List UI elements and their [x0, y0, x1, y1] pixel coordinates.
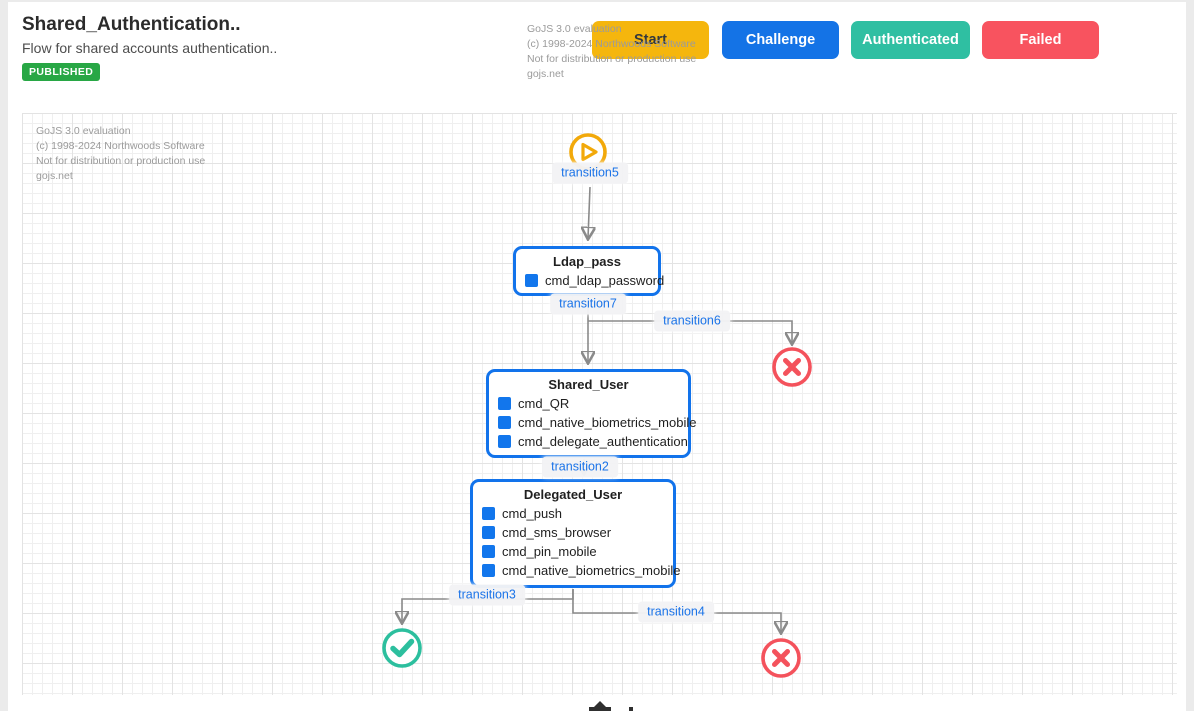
page-edge-left: [0, 0, 8, 711]
command-row[interactable]: cmd_native_biometrics_mobile: [482, 563, 664, 578]
node-title: Delegated_User: [482, 487, 664, 502]
command-row[interactable]: cmd_pin_mobile: [482, 544, 664, 559]
command-row[interactable]: cmd_push: [482, 506, 664, 521]
command-square-icon: [498, 416, 511, 429]
command-label: cmd_ldap_password: [545, 273, 664, 288]
check-circle-icon[interactable]: [380, 626, 424, 670]
command-label: cmd_delegate_authentication: [518, 434, 688, 449]
challenge-button[interactable]: Challenge: [722, 21, 839, 59]
node-title: Ldap_pass: [525, 254, 649, 269]
transition-label-transition7[interactable]: transition7: [550, 294, 626, 315]
authenticated-button[interactable]: Authenticated: [851, 21, 970, 59]
x-circle-icon[interactable]: [759, 636, 803, 680]
command-row[interactable]: cmd_native_biometrics_mobile: [498, 415, 679, 430]
transition-label-transition5[interactable]: transition5: [552, 163, 628, 184]
command-row[interactable]: cmd_QR: [498, 396, 679, 411]
command-row[interactable]: cmd_ldap_password: [525, 273, 649, 288]
start-button[interactable]: Start: [592, 21, 709, 59]
transition-label-transition3[interactable]: transition3: [449, 585, 525, 606]
command-square-icon: [525, 274, 538, 287]
node-title: Shared_User: [498, 377, 679, 392]
command-label: cmd_pin_mobile: [502, 544, 597, 559]
command-label: cmd_push: [502, 506, 562, 521]
command-square-icon: [498, 397, 511, 410]
page-edge-top: [0, 0, 1194, 2]
command-square-icon: [482, 526, 495, 539]
status-badge: PUBLISHED: [22, 63, 100, 81]
node-delegated-user[interactable]: Delegated_User cmd_push cmd_sms_browser …: [470, 479, 676, 588]
command-label: cmd_native_biometrics_mobile: [502, 563, 680, 578]
page-title: Shared_Authentication..: [22, 14, 241, 36]
command-row[interactable]: cmd_sms_browser: [482, 525, 664, 540]
command-row[interactable]: cmd_delegate_authentication: [498, 434, 679, 449]
command-square-icon: [482, 545, 495, 558]
command-label: cmd_sms_browser: [502, 525, 611, 540]
transition-label-transition4[interactable]: transition4: [638, 602, 714, 623]
watermark-line: gojs.net: [527, 67, 696, 82]
command-square-icon: [482, 564, 495, 577]
clipped-bottom-icon: [589, 707, 611, 711]
page-edge-right: [1186, 0, 1194, 711]
failed-button[interactable]: Failed: [982, 21, 1099, 59]
transition-label-transition6[interactable]: transition6: [654, 311, 730, 332]
page-subtitle: Flow for shared accounts authentication.…: [22, 40, 277, 56]
x-circle-icon[interactable]: [770, 345, 814, 389]
command-label: cmd_native_biometrics_mobile: [518, 415, 696, 430]
command-label: cmd_QR: [518, 396, 569, 411]
node-ldap-pass[interactable]: Ldap_pass cmd_ldap_password: [513, 246, 661, 296]
clipped-bottom-icon: [629, 707, 633, 711]
command-square-icon: [498, 435, 511, 448]
command-square-icon: [482, 507, 495, 520]
transition-label-transition2[interactable]: transition2: [542, 457, 618, 478]
node-shared-user[interactable]: Shared_User cmd_QR cmd_native_biometrics…: [486, 369, 691, 458]
